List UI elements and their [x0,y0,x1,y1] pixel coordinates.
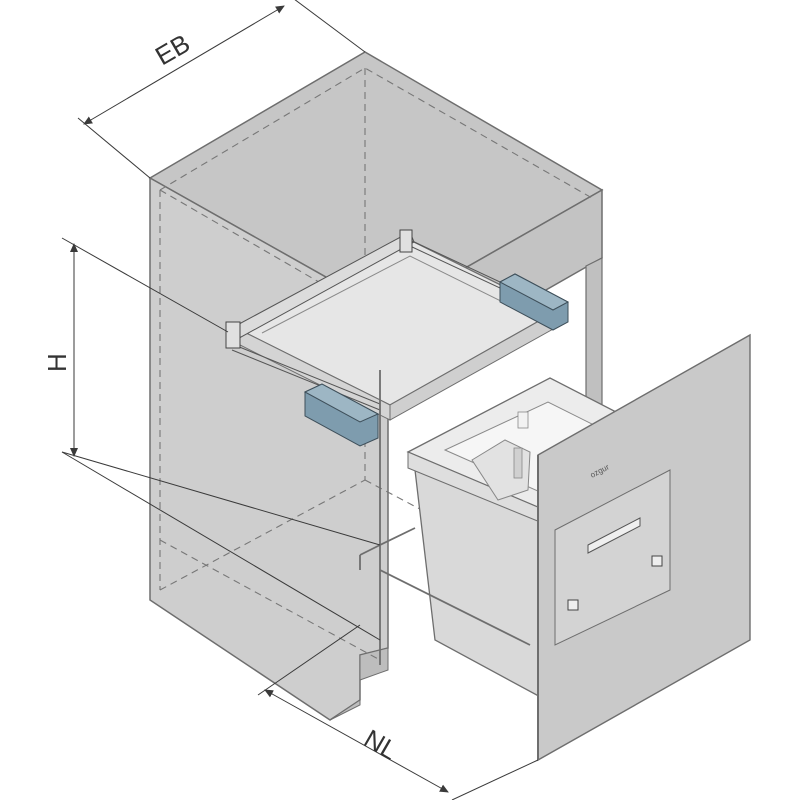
door-mount-plate [554,469,671,646]
dimension-arrow-icon [83,5,285,125]
rail-bracket-right [399,229,413,253]
dimension-label-h: H [42,353,72,372]
handle-slot-icon [587,517,641,554]
dimension-lines [61,0,539,800]
screw-hole-icon [651,555,663,567]
drawer-frame [225,229,570,447]
dimension-label-eb: EB [150,28,195,71]
drawer-bottom-frame [359,370,531,665]
dimension-label-nl: NL [359,723,403,766]
rail-bracket-left [225,321,241,349]
dimension-arrow-icon [264,689,449,793]
door-front: ozgur [537,333,751,762]
screw-hole-icon [567,599,579,611]
